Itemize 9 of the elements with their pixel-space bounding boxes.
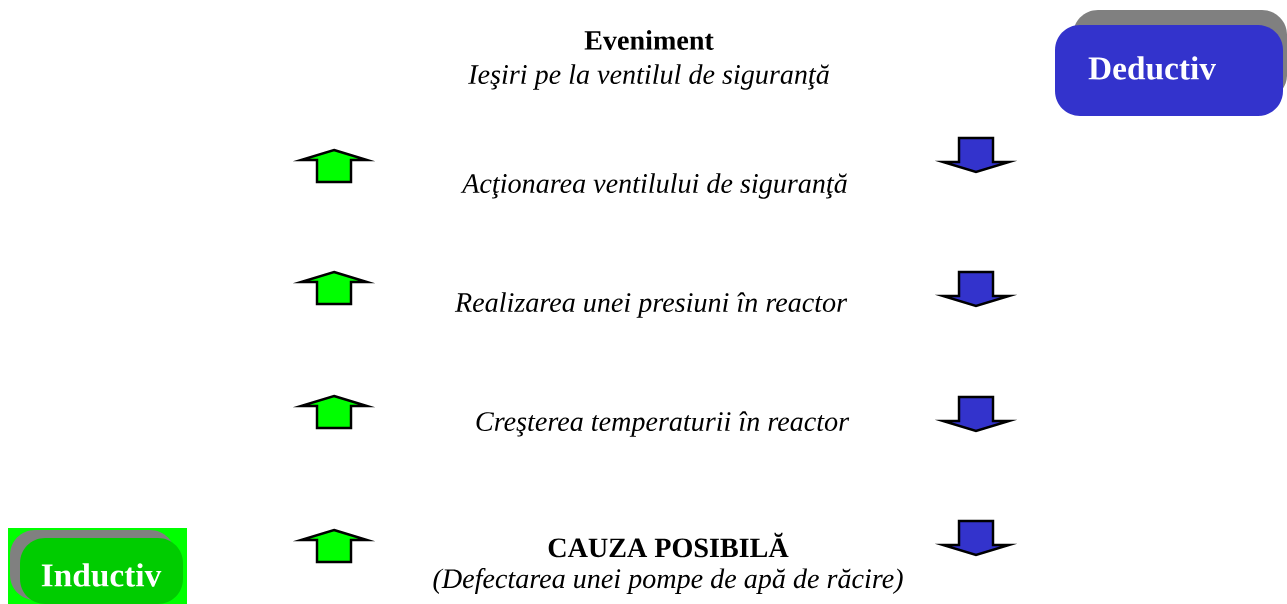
heading: Eveniment — [584, 30, 714, 50]
mode-box: Inductiv — [8, 528, 187, 604]
italic-text: (Defectarea unei pompe de apă de răcire) — [433, 568, 903, 594]
italic-text: Realizarea unei presiuni în reactor — [454, 292, 848, 318]
italic-text: Ieşiri pe la ventilul de siguranţă — [468, 64, 829, 90]
heading: CAUZA POSIBILĂ — [548, 532, 789, 558]
italic-text: Acţionarea ventilului de siguranţă — [460, 173, 847, 199]
mode-box: Deductiv — [1055, 10, 1287, 116]
italic-text: Creşterea temperaturii în reactor — [476, 411, 850, 437]
